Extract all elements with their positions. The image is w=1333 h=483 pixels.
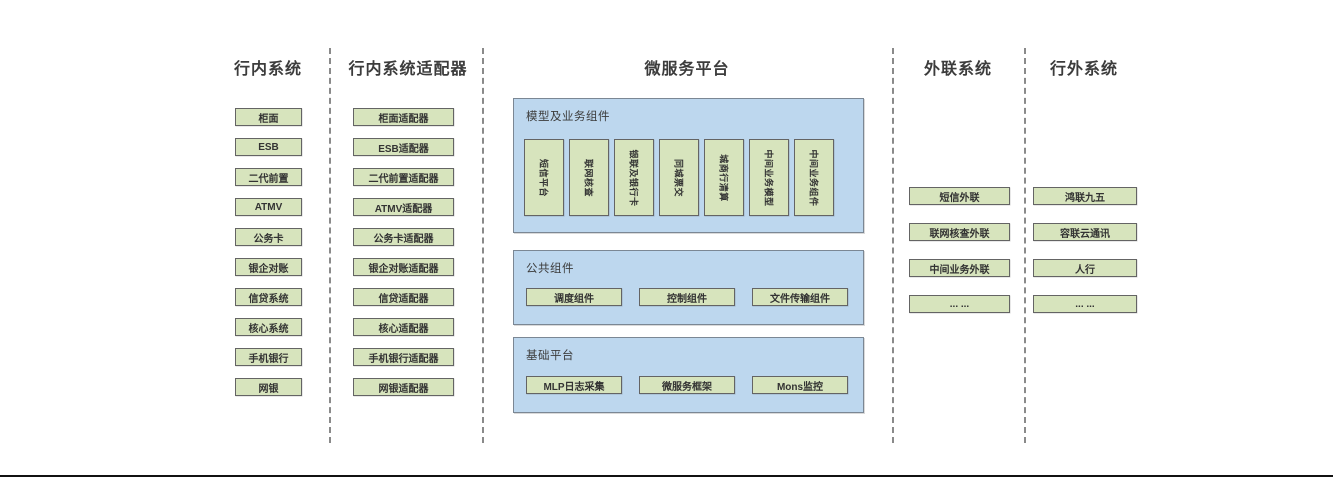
- divider-platform-extlink: [892, 48, 894, 443]
- component-label: 同城票交: [673, 158, 684, 197]
- extlink-box: 联网核查外联: [909, 223, 1010, 241]
- adapter-box: 柜面适配器: [353, 108, 454, 126]
- panel-label: 模型及业务组件: [526, 111, 610, 123]
- component-label: 银联及银行卡: [628, 148, 639, 207]
- adapter-box: 信贷适配器: [353, 288, 454, 306]
- divider-internal-adapters: [329, 48, 331, 443]
- system-box: 公务卡: [235, 228, 302, 246]
- component-label: 短信平台: [538, 158, 549, 197]
- component-label: 联网核查: [583, 158, 594, 197]
- system-box: 网银: [235, 378, 302, 396]
- component-label: 中间业务组件: [808, 148, 819, 207]
- component-label: 中间业务模型: [763, 148, 774, 207]
- common-components-panel: 公共组件 调度组件 控制组件 文件传输组件: [513, 250, 864, 325]
- adapter-box: 网银适配器: [353, 378, 454, 396]
- system-box: 银企对账: [235, 258, 302, 276]
- outer-system-box: 人行: [1033, 259, 1137, 277]
- extlink-box: 短信外联: [909, 187, 1010, 205]
- component-label: 城商行清算: [718, 153, 729, 202]
- panel-label: 公共组件: [526, 263, 574, 275]
- model-business-components-panel: 模型及业务组件 短信平台 联网核查 银联及银行卡 同城票交 城商行清算 中间业务…: [513, 98, 864, 233]
- system-box: ESB: [235, 138, 302, 156]
- component-box: 中间业务模型: [749, 139, 789, 216]
- column-title-adapters: 行内系统适配器: [348, 61, 468, 78]
- panel-label: 基础平台: [526, 350, 574, 362]
- column-title-extlink: 外联系统: [923, 61, 993, 78]
- base-platform-panel: 基础平台 MLP日志采集 微服务框架 Mons监控: [513, 337, 864, 413]
- extlink-box: ... ...: [909, 295, 1010, 313]
- extlink-box: 中间业务外联: [909, 259, 1010, 277]
- adapter-box: 核心适配器: [353, 318, 454, 336]
- component-box: 短信平台: [524, 139, 564, 216]
- component-box: 城商行清算: [704, 139, 744, 216]
- system-box: 手机银行: [235, 348, 302, 366]
- adapter-box: 银企对账适配器: [353, 258, 454, 276]
- bottom-rule: [0, 475, 1333, 477]
- system-box: 柜面: [235, 108, 302, 126]
- outer-system-box: ... ...: [1033, 295, 1137, 313]
- adapter-box: ESB适配器: [353, 138, 454, 156]
- outer-system-box: 鸿联九五: [1033, 187, 1137, 205]
- adapter-box: 手机银行适配器: [353, 348, 454, 366]
- system-box: 二代前置: [235, 168, 302, 186]
- system-box: 核心系统: [235, 318, 302, 336]
- component-box: Mons监控: [752, 376, 848, 394]
- system-box: 信贷系统: [235, 288, 302, 306]
- adapter-box: ATMV适配器: [353, 198, 454, 216]
- adapters-column: 柜面适配器 ESB适配器 二代前置适配器 ATMV适配器 公务卡适配器 银企对账…: [353, 108, 454, 408]
- column-title-outer: 行外系统: [1049, 61, 1119, 78]
- component-box: 调度组件: [526, 288, 622, 306]
- extlink-systems-column: 短信外联 联网核查外联 中间业务外联 ... ...: [909, 187, 1010, 331]
- model-components-row: 短信平台 联网核查 银联及银行卡 同城票交 城商行清算 中间业务模型 中间业务组…: [524, 139, 834, 216]
- adapter-box: 公务卡适配器: [353, 228, 454, 246]
- base-platform-row: MLP日志采集 微服务框架 Mons监控: [526, 376, 848, 394]
- component-box: 微服务框架: [639, 376, 735, 394]
- internal-systems-column: 柜面 ESB 二代前置 ATMV 公务卡 银企对账 信贷系统 核心系统 手机银行…: [235, 108, 302, 408]
- component-box: MLP日志采集: [526, 376, 622, 394]
- component-box: 控制组件: [639, 288, 735, 306]
- outer-system-box: 容联云通讯: [1033, 223, 1137, 241]
- divider-adapters-platform: [482, 48, 484, 443]
- component-box: 中间业务组件: [794, 139, 834, 216]
- component-box: 同城票交: [659, 139, 699, 216]
- outer-systems-column: 鸿联九五 容联云通讯 人行 ... ...: [1033, 187, 1137, 331]
- adapter-box: 二代前置适配器: [353, 168, 454, 186]
- component-box: 联网核查: [569, 139, 609, 216]
- common-components-row: 调度组件 控制组件 文件传输组件: [526, 288, 848, 306]
- component-box: 文件传输组件: [752, 288, 848, 306]
- column-title-platform: 微服务平台: [644, 61, 730, 78]
- system-box: ATMV: [235, 198, 302, 216]
- divider-extlink-outer: [1024, 48, 1026, 443]
- component-box: 银联及银行卡: [614, 139, 654, 216]
- column-title-internal: 行内系统: [233, 61, 303, 78]
